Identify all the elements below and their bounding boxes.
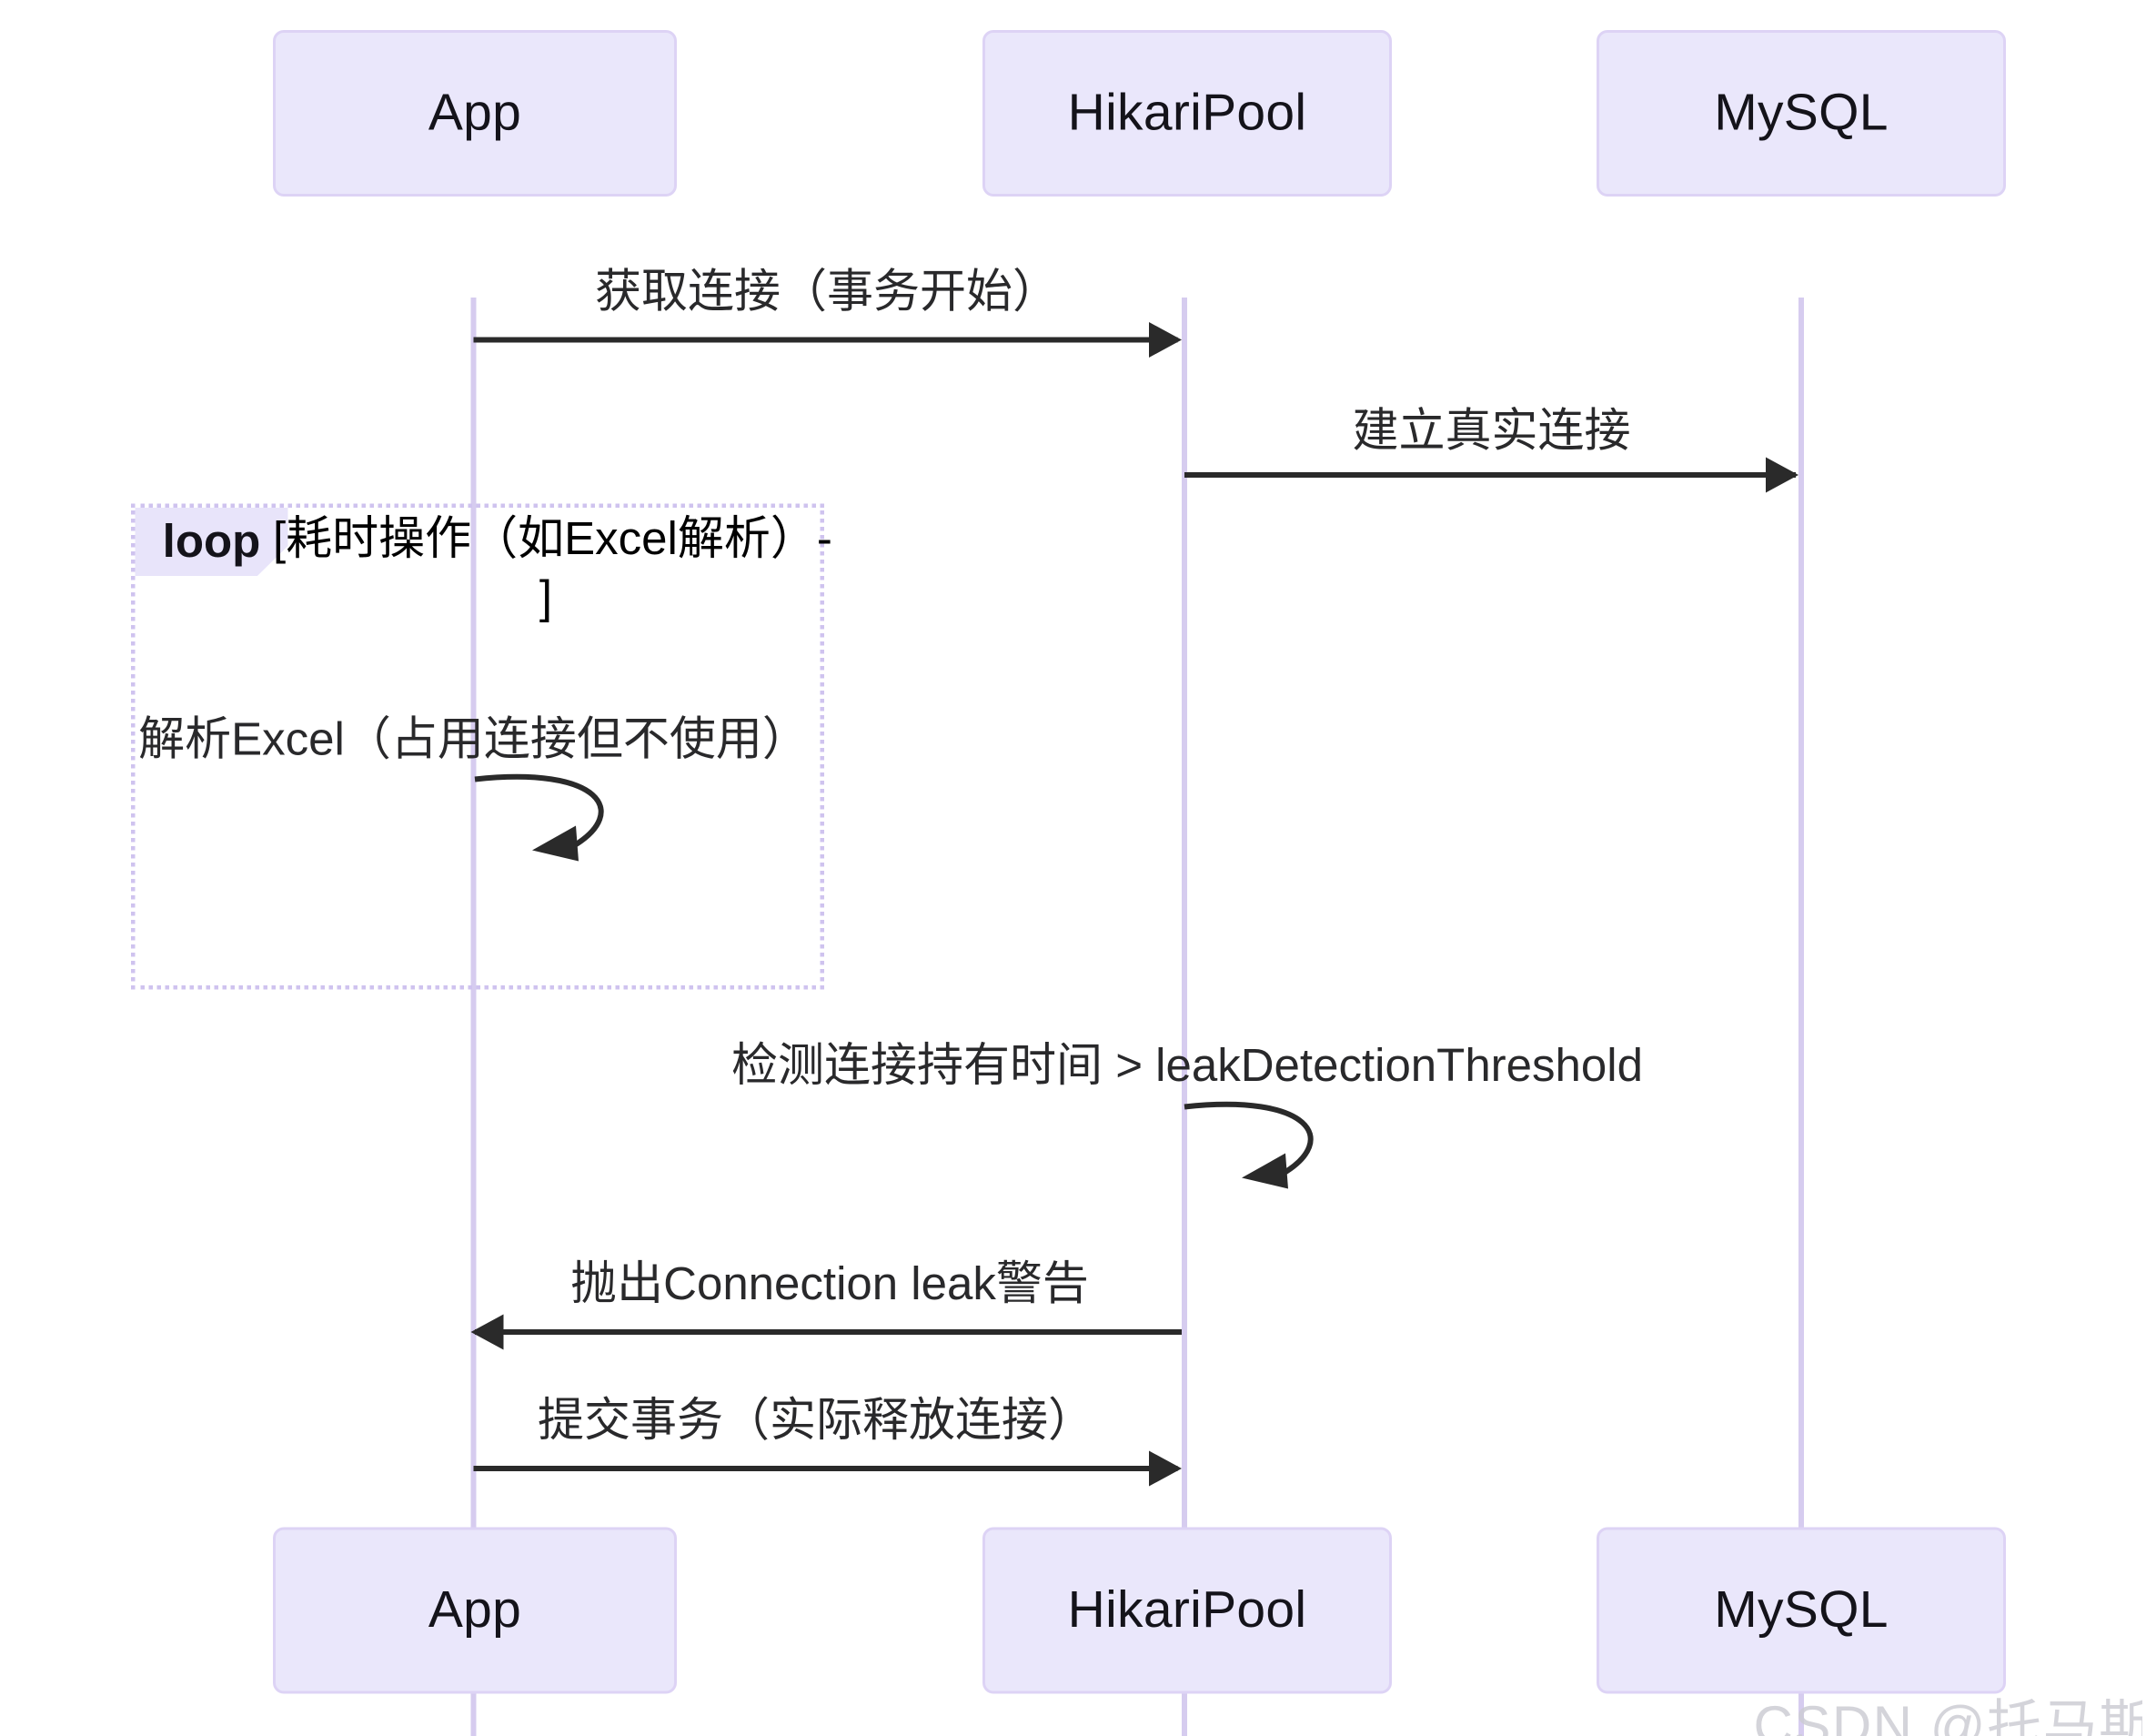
message-label-6: 提交事务（实际释放连接）: [538, 1395, 1094, 1447]
message-label-3: 解析Excel（占用连接但不使用）: [138, 713, 809, 766]
message-line-6: [473, 1466, 1178, 1471]
loop-fragment-tab-label: loop: [162, 515, 261, 568]
participant-box-hikaripool-top[interactable]: HikariPool: [982, 30, 1392, 197]
message-line-5: [475, 1329, 1182, 1335]
participant-label-app-top: App: [428, 84, 522, 142]
message-label-4: 检测连接持有时间 > leakDetectionThreshold: [731, 1040, 1643, 1092]
loop-fragment-frame: [131, 503, 824, 990]
participant-label-mysql-bottom: MySQL: [1714, 1580, 1889, 1639]
csdn-watermark: CSDN @托马斯-酷涛: [1753, 1696, 2143, 1736]
participant-label-hikaripool-bottom: HikariPool: [1067, 1580, 1307, 1639]
message-arrowhead-6: [1149, 1450, 1182, 1487]
participant-box-mysql-bottom[interactable]: MySQL: [1597, 1527, 2006, 1694]
loop-fragment-title-line1: [耗时操作（如Excel解析）-: [273, 513, 832, 565]
message-label-5: 抛出Connection leak警告: [570, 1258, 1089, 1310]
participant-box-app-bottom[interactable]: App: [273, 1527, 677, 1694]
lifeline-app: [470, 298, 477, 1736]
message-arrowhead-1: [1149, 322, 1182, 358]
self-loop-arc-hikaripool: [1184, 1101, 1314, 1189]
loop-fragment-tab: loop: [135, 508, 288, 576]
participant-box-hikaripool-bottom[interactable]: HikariPool: [982, 1527, 1392, 1694]
self-loop-arc-app: [474, 773, 604, 862]
message-arrowhead-5: [470, 1314, 504, 1350]
participant-label-mysql-top: MySQL: [1714, 84, 1889, 142]
participant-box-app-top[interactable]: App: [273, 30, 677, 197]
lifeline-mysql: [1798, 298, 1804, 1736]
participant-label-hikaripool-top: HikariPool: [1067, 84, 1307, 142]
message-label-1: 获取连接（事务开始）: [595, 266, 1059, 318]
participant-box-mysql-top[interactable]: MySQL: [1597, 30, 2006, 197]
message-line-2: [1184, 472, 1796, 478]
message-label-2: 建立真实连接: [1352, 405, 1631, 458]
lifeline-hikaripool: [1182, 298, 1187, 1736]
loop-fragment-title-line2: ]: [539, 571, 553, 624]
participant-label-app-bottom: App: [428, 1580, 522, 1639]
message-line-1: [473, 337, 1178, 343]
message-arrowhead-2: [1766, 457, 1798, 493]
